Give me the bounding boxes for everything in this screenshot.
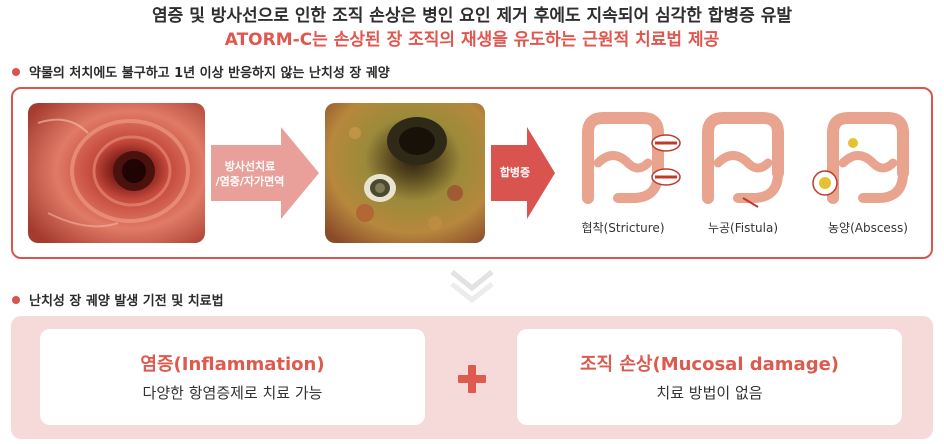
mucosal-damage-card: 조직 손상(Mucosal damage) 치료 방법이 없음 xyxy=(517,329,902,425)
mechanism-panel: 염증(Inflammation) 다양한 항염증제로 치료 가능 조직 손상(M… xyxy=(11,316,933,439)
section1-title: 약물의 처치에도 불구하고 1년 이상 반응하지 않는 난치성 장 궤양 xyxy=(12,62,390,81)
arrow2-label: 합병증 xyxy=(499,166,531,179)
headline-line2: ATORM-C는 손상된 장 조직의 재생을 유도하는 근원적 치료법 제공 xyxy=(224,30,720,50)
colon-diagram-abscess xyxy=(812,112,909,204)
fistula-label: 누공(Fistula) xyxy=(707,221,779,235)
arrow1-line1: 방사선치료 xyxy=(224,160,276,173)
colon-diagram-stricture xyxy=(582,112,681,204)
inflammation-card: 염증(Inflammation) 다양한 항염증제로 치료 가능 xyxy=(40,329,425,425)
arrow1-label: 방사선치료 /염증/자가면역 xyxy=(211,159,289,189)
complication-arrow xyxy=(491,127,555,219)
endoscopy-image-ulcer xyxy=(325,103,485,243)
headline-line1: 염증 및 방사선으로 인한 조직 손상은 병인 요인 제거 후에도 지속되어 심… xyxy=(152,6,792,26)
mucosal-damage-title: 조직 손상(Mucosal damage) xyxy=(579,354,840,375)
progression-arrow xyxy=(211,127,319,219)
section2-title-text: 난치성 장 궤양 발생 기전 및 치료법 xyxy=(29,294,224,309)
refractory-ulcer-panel: 방사선치료 /염증/자가면역 xyxy=(11,87,933,259)
bullet-dot xyxy=(12,67,20,76)
section2-title: 난치성 장 궤양 발생 기전 및 치료법 xyxy=(12,290,224,309)
inflammation-desc: 다양한 항염증제로 치료 가능 xyxy=(142,384,323,402)
abscess-label: 농양(Abscess) xyxy=(827,221,908,235)
endoscopy-image-normal xyxy=(28,103,205,243)
chevron-down-icon xyxy=(450,270,494,304)
bullet-dot xyxy=(12,295,20,304)
plus-icon xyxy=(458,365,486,393)
arrow1-line2: /염증/자가면역 xyxy=(215,175,285,188)
inflammation-title: 염증(Inflammation) xyxy=(140,354,325,375)
section1-title-text: 약물의 처치에도 불구하고 1년 이상 반응하지 않는 난치성 장 궤양 xyxy=(29,66,390,81)
headline: 염증 및 방사선으로 인한 조직 손상은 병인 요인 제거 후에도 지속되어 심… xyxy=(0,4,944,52)
stricture-label: 협착(Stricture) xyxy=(581,221,665,235)
colon-diagram-fistula xyxy=(702,112,784,208)
mucosal-damage-desc: 치료 방법이 없음 xyxy=(656,384,763,402)
